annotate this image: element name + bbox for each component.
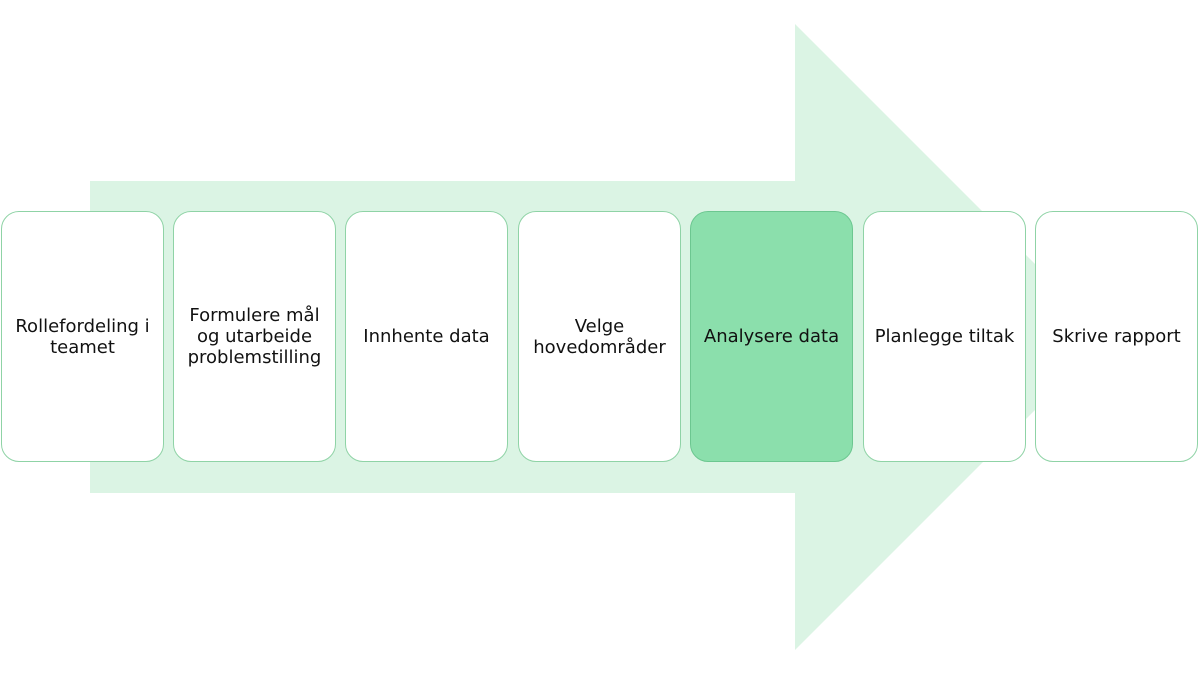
step-1-label: Rollefordeling i teamet <box>15 315 150 358</box>
step-5-label: Analysere data <box>703 326 840 347</box>
step-4-label: Velge hovedområder <box>533 315 666 358</box>
step-2-label: Formulere mål og utarbeide problemstilli… <box>187 305 322 368</box>
step-6-box: Planlegge tiltak <box>863 211 1026 462</box>
step-7-label: Skrive rapport <box>1052 326 1181 347</box>
step-2-box: Formulere mål og utarbeide problemstilli… <box>173 211 336 462</box>
step-3-label: Innhente data <box>363 326 490 347</box>
step-6-label: Planlegge tiltak <box>874 326 1015 347</box>
step-1-box: Rollefordeling i teamet <box>1 211 164 462</box>
step-5-box-active: Analysere data <box>690 211 853 462</box>
step-7-box: Skrive rapport <box>1035 211 1198 462</box>
step-3-box: Innhente data <box>345 211 508 462</box>
step-4-box: Velge hovedområder <box>518 211 681 462</box>
